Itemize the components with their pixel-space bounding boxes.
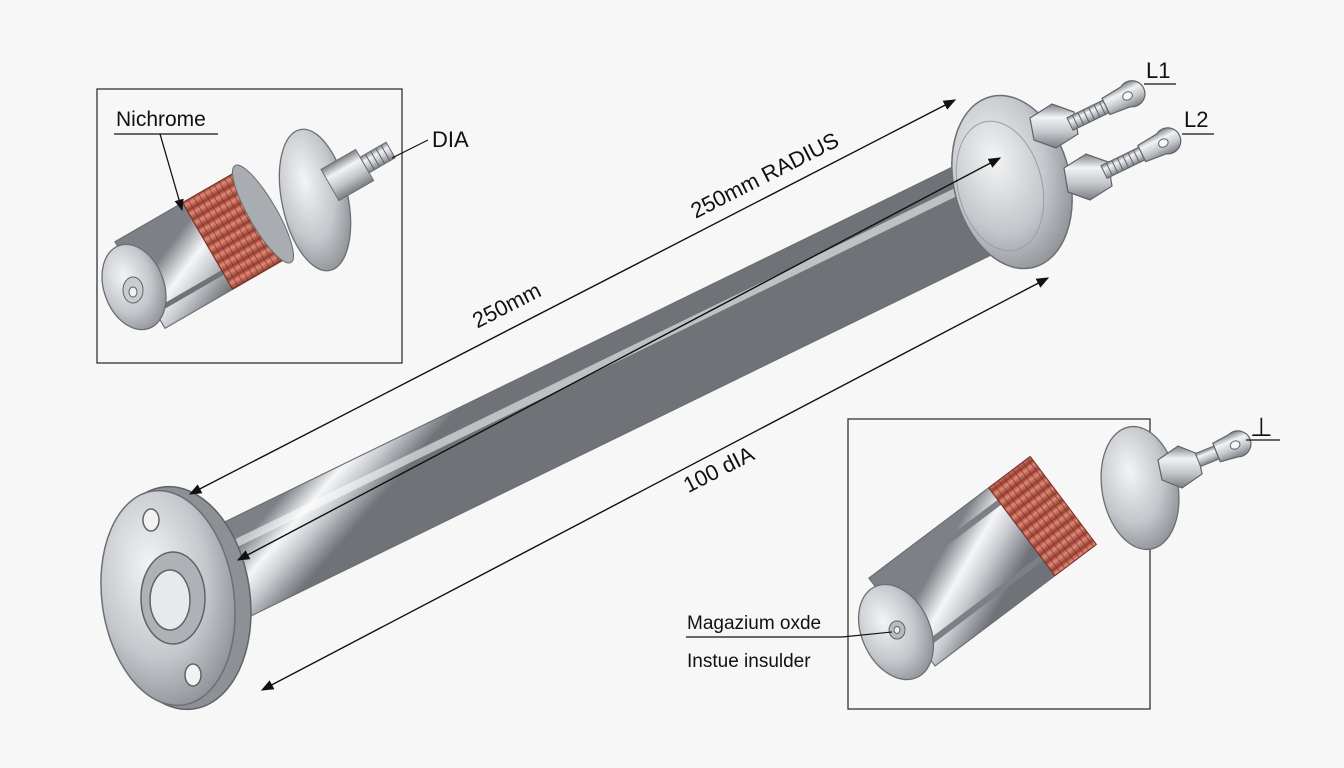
detail-inset-coil: Nichrome DIA	[96, 88, 469, 364]
hex-nut-icon	[1157, 445, 1203, 489]
hex-nut-icon	[1029, 103, 1079, 149]
length-label: 250mm	[468, 278, 545, 334]
terminal-l1	[1029, 80, 1146, 149]
detail-inset-insulator: Magazium oxde Instue insulder ⊥	[686, 412, 1280, 710]
nichrome-label: Nichrome	[116, 108, 206, 131]
radius-label: 250mm RADIUS	[686, 127, 842, 223]
dia-label: DIA	[432, 127, 469, 152]
insulator-label-line2: Instue insulder	[687, 651, 811, 672]
dimension-lines	[188, 99, 1050, 691]
diameter-label: 100 dIA	[679, 441, 758, 498]
terminal-labels: L1 L2	[1144, 58, 1214, 135]
earth-ground-icon: ⊥	[1246, 412, 1280, 442]
l1-label: L1	[1146, 58, 1170, 83]
mounting-flange	[100, 485, 252, 711]
dimension-diameter-line	[260, 277, 1050, 691]
svg-text:⊥: ⊥	[1250, 412, 1273, 442]
l2-label: L2	[1184, 107, 1208, 132]
terminal-l2	[1063, 127, 1182, 201]
insulator-label-line1: Magazium oxde	[687, 613, 821, 634]
hex-nut-icon	[1063, 153, 1113, 201]
